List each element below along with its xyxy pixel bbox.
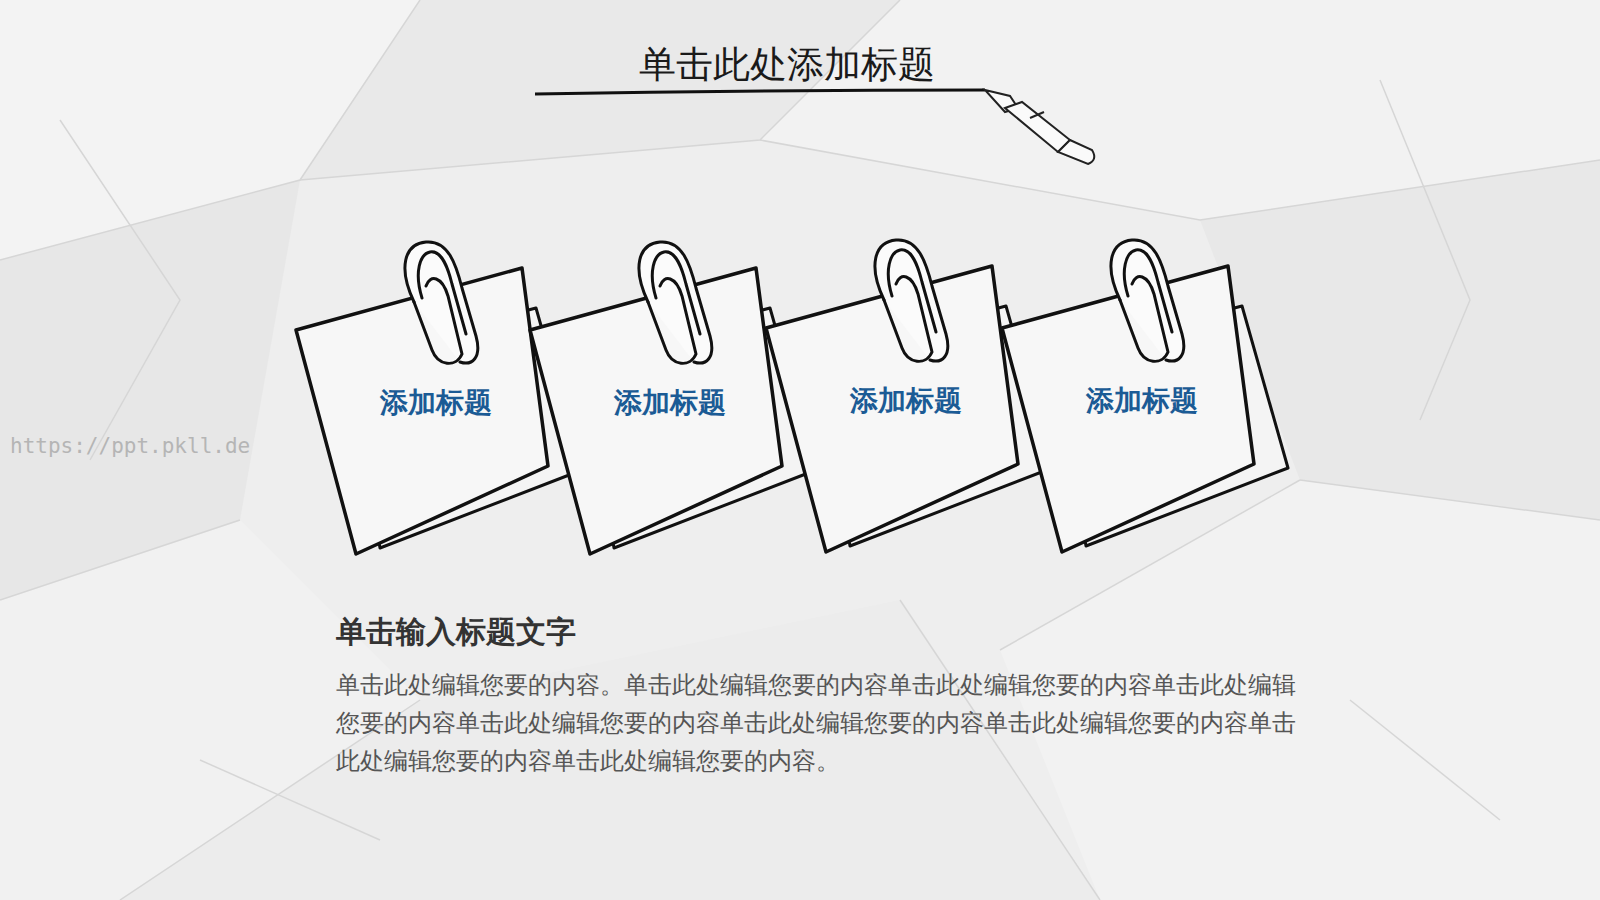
note-title: 添加标题 [520,384,820,422]
underline [535,90,985,94]
note-title: 添加标题 [286,384,586,422]
paperclip [405,242,478,363]
note-title: 添加标题 [992,382,1292,420]
paperclip [639,242,712,363]
fountain-pen [985,90,1094,164]
note-title: 添加标题 [756,382,1056,420]
sticky-note: 添加标题 [286,238,586,558]
paperclip [875,240,948,361]
paperclip [1111,240,1184,361]
slide-title: 单击此处添加标题 [639,40,935,90]
content-body: 单击此处编辑您要的内容。单击此处编辑您要的内容单击此处编辑您要的内容单击此处编辑… [336,666,1296,780]
sticky-note: 添加标题 [992,236,1292,556]
sticky-note: 添加标题 [520,238,820,558]
sticky-note: 添加标题 [756,236,1056,556]
watermark: https://ppt.pkll.de [10,434,250,458]
content-heading: 单击输入标题文字 [336,612,576,653]
